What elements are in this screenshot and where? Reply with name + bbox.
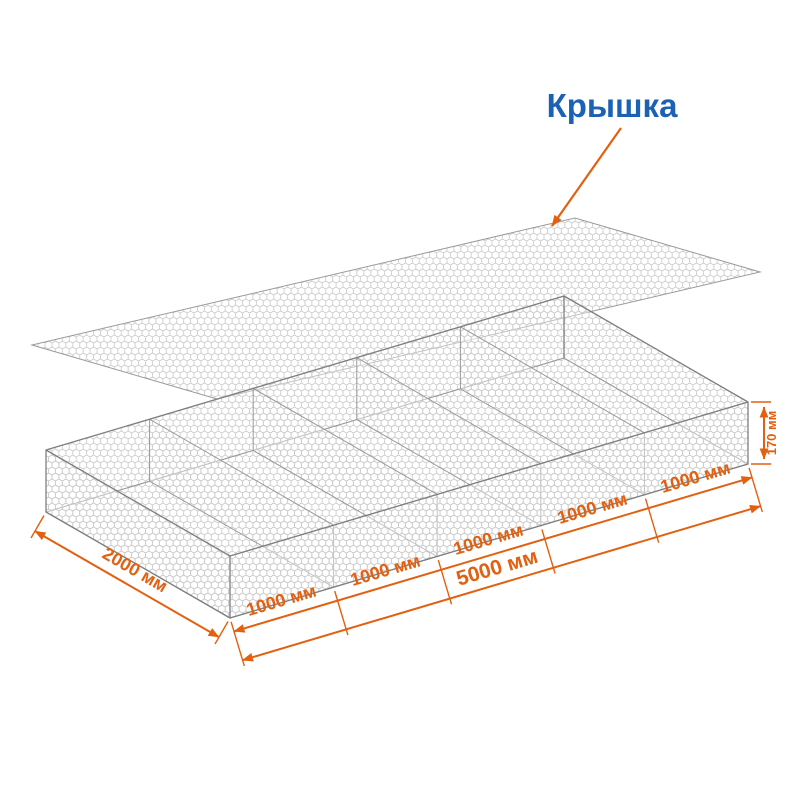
height-dimension: 170 мм (751, 401, 779, 465)
lid-mesh-panel (30, 217, 762, 400)
height-dimension-label: 170 мм (764, 411, 779, 456)
lid-leader-arrow (551, 127, 622, 227)
total-length-dimension-line (241, 504, 762, 662)
extension-line (214, 621, 229, 645)
box-edges (45, 295, 749, 619)
extension-line (748, 467, 763, 513)
lid-group (30, 217, 762, 400)
lid-label: Крышка (547, 87, 679, 124)
extension-line (30, 515, 45, 539)
lid-callout: Крышка (547, 87, 679, 227)
width-dimension-line (34, 530, 220, 638)
